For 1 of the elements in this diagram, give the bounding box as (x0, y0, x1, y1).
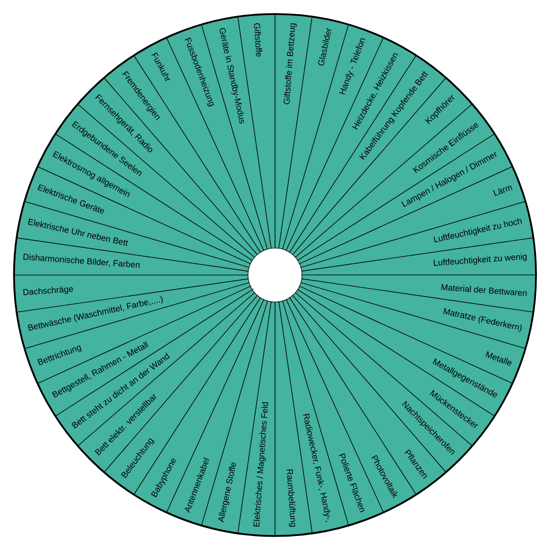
wheel-segment: Elektrisches / Magnetisches Feld (238, 301, 276, 536)
